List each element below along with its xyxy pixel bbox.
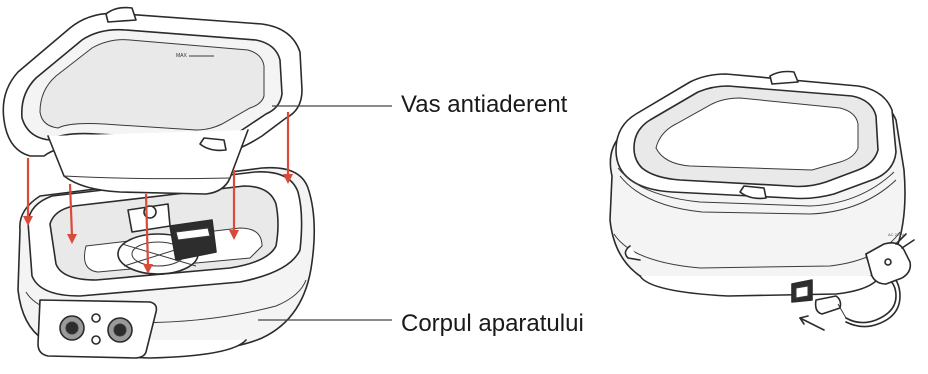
- assembled-view: AC 220V: [610, 72, 914, 331]
- non-stick-bowl: MAX: [3, 8, 302, 194]
- svg-text:AC 220V: AC 220V: [888, 232, 904, 237]
- exploded-view: MAX: [3, 8, 392, 358]
- svg-text:MAX: MAX: [176, 53, 188, 59]
- label-appliance-body: Corpul aparatului: [401, 310, 584, 338]
- appliance-body: [18, 168, 314, 358]
- label-non-stick-bowl: Vas antiaderent: [401, 91, 567, 119]
